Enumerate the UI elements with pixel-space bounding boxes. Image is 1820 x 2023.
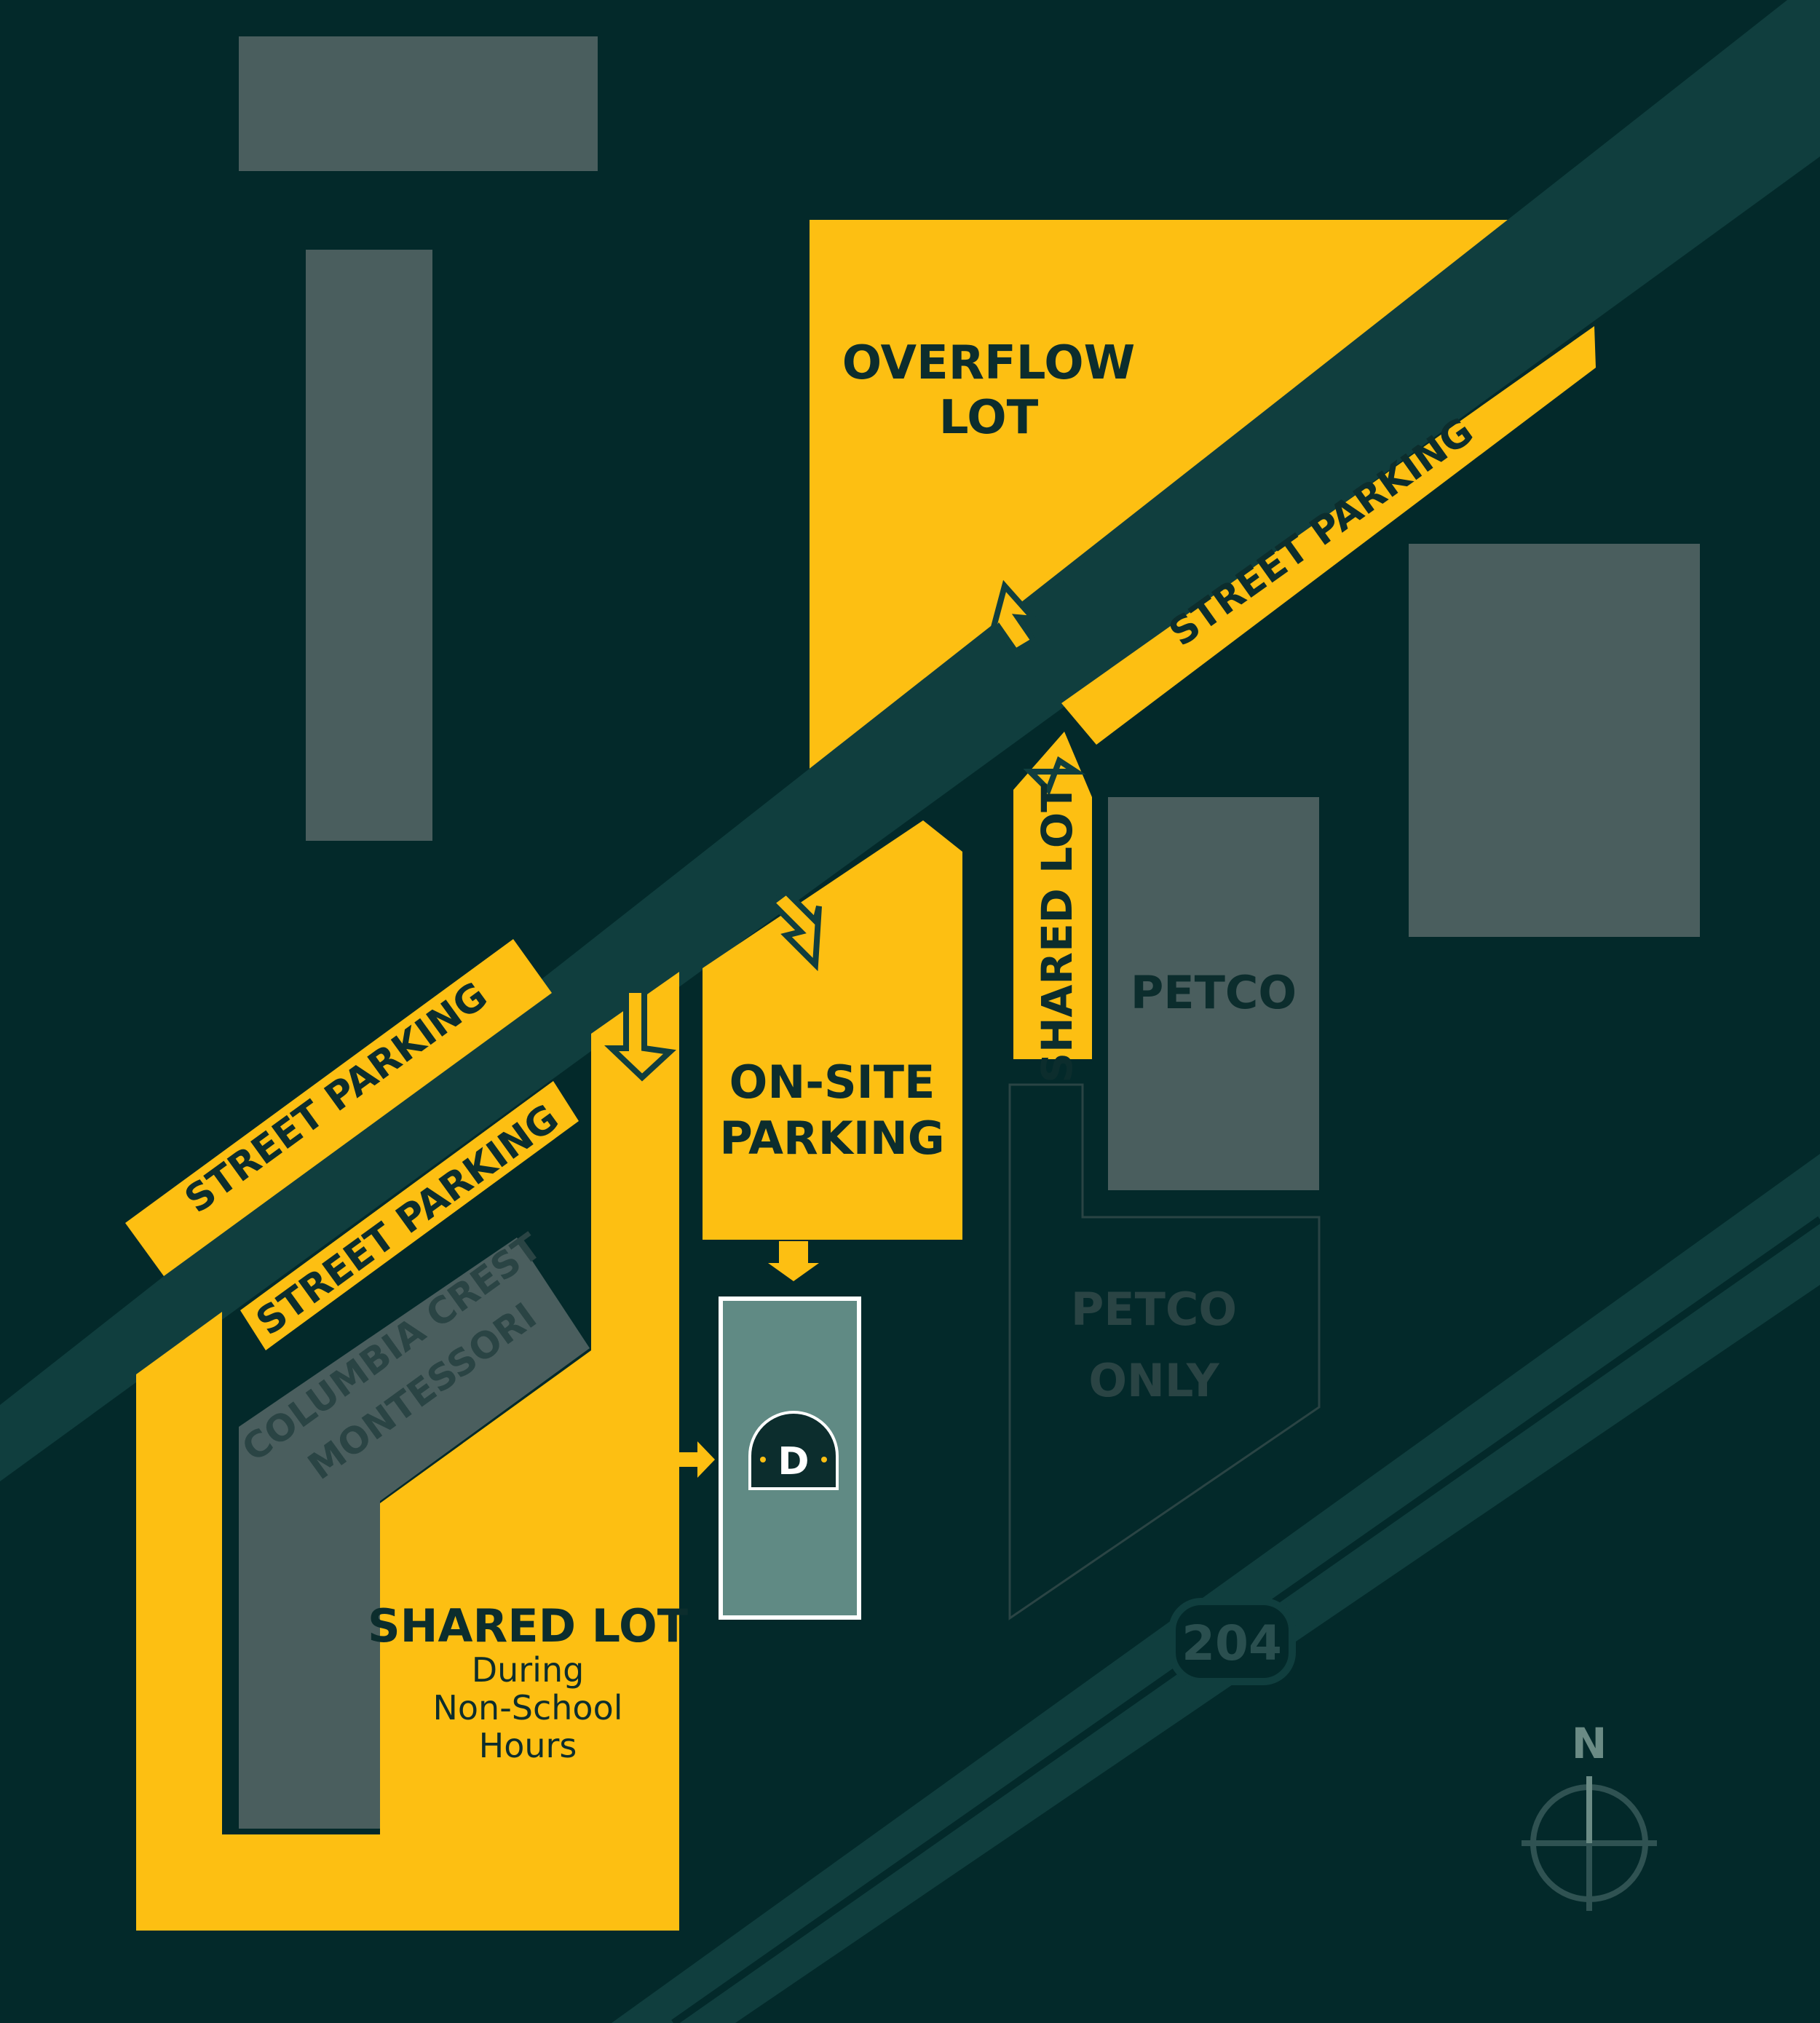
street-parking-w1: [125, 939, 552, 1276]
highway-204: [612, 1154, 1820, 2023]
building-top-left: [239, 36, 598, 171]
petco-only-area: [1008, 1083, 1321, 1620]
main-road: [0, 0, 1820, 1481]
street-parking-w2: [240, 1081, 579, 1350]
on-site-parking: [703, 820, 962, 1240]
shared-lot-sub-line2: Non-School: [432, 1688, 622, 1727]
overflow-lot-label-line2: LOT: [939, 391, 1039, 445]
on-site-parking-label-line1: ON-SITE: [729, 1056, 935, 1109]
petco-label: PETCO: [1131, 966, 1297, 1019]
building-petco: [1108, 797, 1319, 1190]
shared-lot-large: [136, 972, 679, 1931]
arch-logo-icon: [748, 1411, 839, 1490]
petco-only-label-line2: ONLY: [1088, 1354, 1219, 1407]
route-shield-number: 204: [1182, 1615, 1282, 1671]
compass-north-label: N: [1572, 1719, 1607, 1768]
petco-only-label-line1: PETCO: [1071, 1283, 1237, 1336]
route-shield: [1168, 1598, 1296, 1685]
shared-lot-sub-line1: During: [472, 1650, 585, 1690]
shared-lot-vertical-label: SHARED LOT: [1032, 783, 1082, 1083]
building-left-tall: [306, 250, 432, 841]
on-site-parking-label-line2: PARKING: [719, 1112, 944, 1165]
direction-arrow-icon: [604, 579, 1086, 1082]
shared-lot-title: SHARED LOT: [368, 1599, 688, 1652]
venue-logo-letter: D: [778, 1440, 809, 1484]
shared-lot-sub-line3: Hours: [479, 1726, 577, 1765]
street-parking-ne: [1061, 326, 1596, 745]
building-school: [239, 1238, 590, 1829]
direction-arrow-icon: [678, 1241, 819, 1478]
shared-lot-strip: [1013, 732, 1092, 1059]
building-east: [1409, 544, 1700, 937]
overflow-lot-label-line1: OVERFLOW: [842, 336, 1135, 390]
